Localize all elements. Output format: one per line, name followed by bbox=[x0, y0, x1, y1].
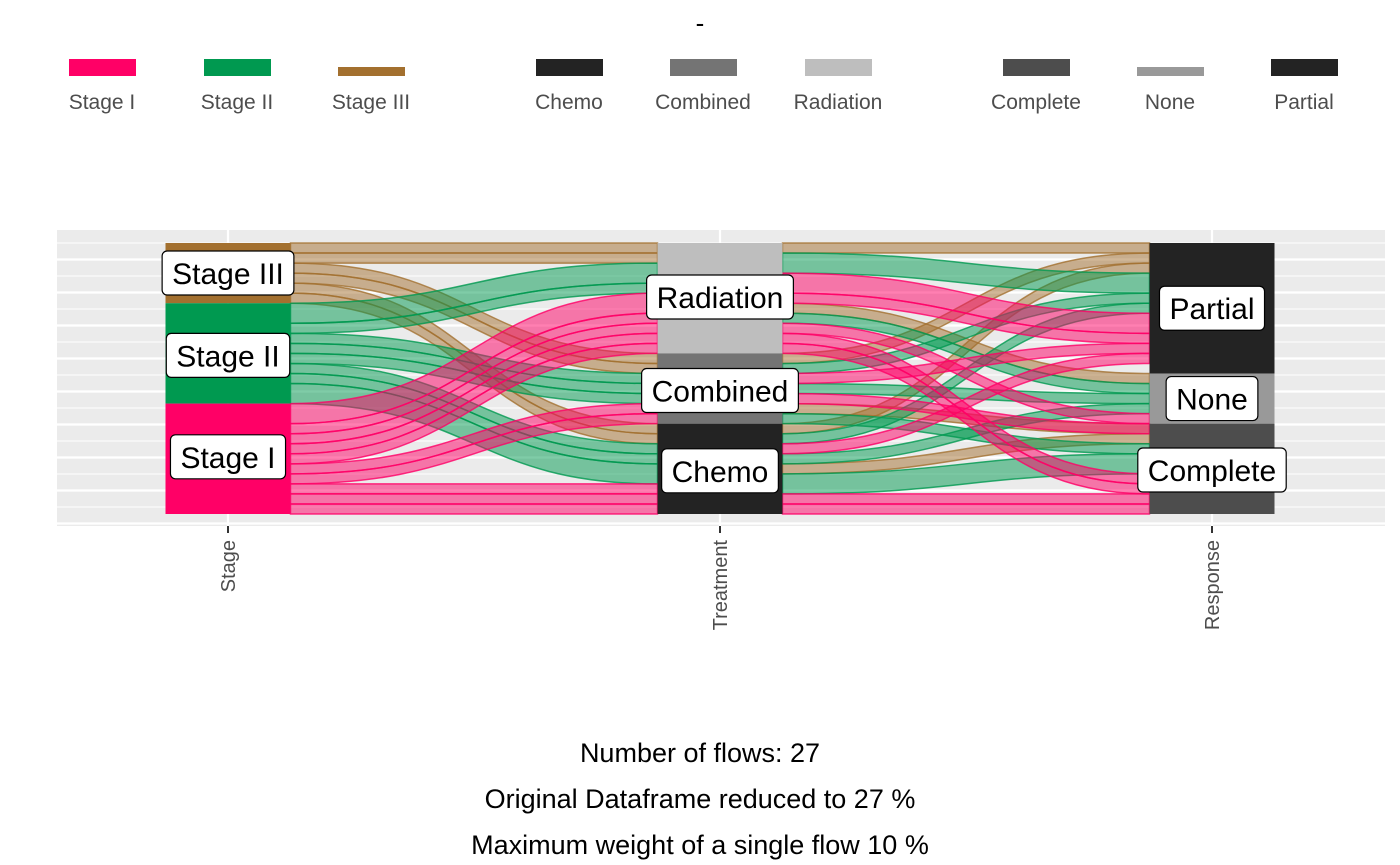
node-label-text: Stage II bbox=[176, 340, 279, 373]
caption: Number of flows: 27 Original Dataframe r… bbox=[471, 738, 929, 860]
node-label-stage-iii: Stage III bbox=[161, 250, 295, 296]
legend-label-none: None bbox=[1145, 91, 1195, 114]
node-label-box bbox=[161, 250, 295, 296]
node-label-stage-ii: Stage II bbox=[165, 332, 291, 379]
flow-band-treatment-response bbox=[781, 503, 1151, 515]
axis-label-response: Response bbox=[1202, 540, 1224, 630]
flow-band-stage-treatment bbox=[289, 483, 659, 495]
node-label-stage-i: Stage I bbox=[169, 434, 287, 480]
node-label-text: Complete bbox=[1148, 455, 1276, 488]
legend-label-stage-iii: Stage III bbox=[332, 91, 410, 114]
flow-band-stage-treatment bbox=[289, 503, 659, 515]
node-label-text: None bbox=[1176, 384, 1248, 417]
flow-band-treatment-response bbox=[781, 493, 1151, 505]
node-labels: Stage III Stage II Stage I RadiationCombine… bbox=[161, 250, 1287, 494]
legend-swatch-partial bbox=[1271, 59, 1338, 76]
legend-swatch-none bbox=[1137, 67, 1204, 76]
flow-band-stage-treatment bbox=[289, 252, 659, 264]
legend-swatch-stage-iii bbox=[338, 67, 405, 76]
flow-stage-iii-radiation-partial bbox=[289, 242, 1151, 254]
legend-swatch-stage-i bbox=[69, 59, 136, 76]
legend-swatch-stage-ii bbox=[204, 59, 271, 76]
node-label-text: Radiation bbox=[657, 282, 784, 315]
node-label-text: Chemo bbox=[672, 456, 769, 489]
flow-band-stage-treatment bbox=[289, 493, 659, 505]
legend-label-chemo: Chemo bbox=[535, 91, 603, 114]
caption-line-reduced: Original Dataframe reduced to 27 % bbox=[485, 784, 916, 814]
node-label-chemo: Chemo bbox=[661, 448, 779, 494]
axis-label-stage: Stage bbox=[218, 540, 240, 592]
caption-line-max-weight: Maximum weight of a single flow 10 % bbox=[471, 830, 929, 860]
node-label-box bbox=[165, 332, 291, 379]
flows bbox=[289, 242, 1151, 515]
node-label-text: Stage I bbox=[180, 442, 275, 475]
node-label-partial: Partial bbox=[1158, 285, 1266, 331]
legend-label-stage-i: Stage I bbox=[69, 91, 136, 114]
node-label-complete: Complete bbox=[1137, 447, 1287, 493]
node-label-box bbox=[1158, 285, 1266, 331]
legend-swatch-radiation bbox=[805, 59, 872, 76]
legend-label-complete: Complete bbox=[991, 91, 1081, 114]
node-label-box bbox=[1165, 375, 1259, 422]
legend-label-radiation: Radiation bbox=[794, 91, 883, 114]
node-label-text: Combined bbox=[652, 376, 789, 409]
legend-swatch-combined bbox=[670, 59, 737, 76]
legend-swatch-complete bbox=[1003, 59, 1070, 76]
legend-label-partial: Partial bbox=[1274, 91, 1334, 114]
node-label-none: None bbox=[1165, 375, 1259, 422]
flow-band-treatment-response bbox=[781, 242, 1151, 254]
legend-label-stage-ii: Stage II bbox=[201, 91, 273, 114]
legend: Stage I Stage II Stage III Chemo Combined Rad… bbox=[69, 59, 1338, 114]
node-label-box bbox=[661, 448, 779, 494]
chart-title: - bbox=[696, 8, 705, 38]
node-label-box bbox=[1137, 447, 1287, 493]
node-label-box bbox=[169, 434, 287, 480]
legend-label-combined: Combined bbox=[655, 91, 751, 114]
node-label-radiation: Radiation bbox=[646, 274, 794, 320]
x-axis: Stage Treatment Response bbox=[218, 526, 1224, 630]
caption-line-flows: Number of flows: 27 bbox=[580, 738, 820, 768]
node-label-combined: Combined bbox=[641, 367, 799, 414]
node-label-box bbox=[646, 274, 794, 320]
node-label-text: Stage III bbox=[172, 258, 284, 291]
flow-band-stage-treatment bbox=[289, 242, 659, 254]
node-label-text: Partial bbox=[1169, 293, 1254, 326]
flow-stage-i-chemo-complete bbox=[289, 503, 1151, 515]
axis-label-treatment: Treatment bbox=[710, 540, 732, 631]
legend-swatch-chemo bbox=[536, 59, 603, 76]
node-label-box bbox=[641, 367, 799, 414]
